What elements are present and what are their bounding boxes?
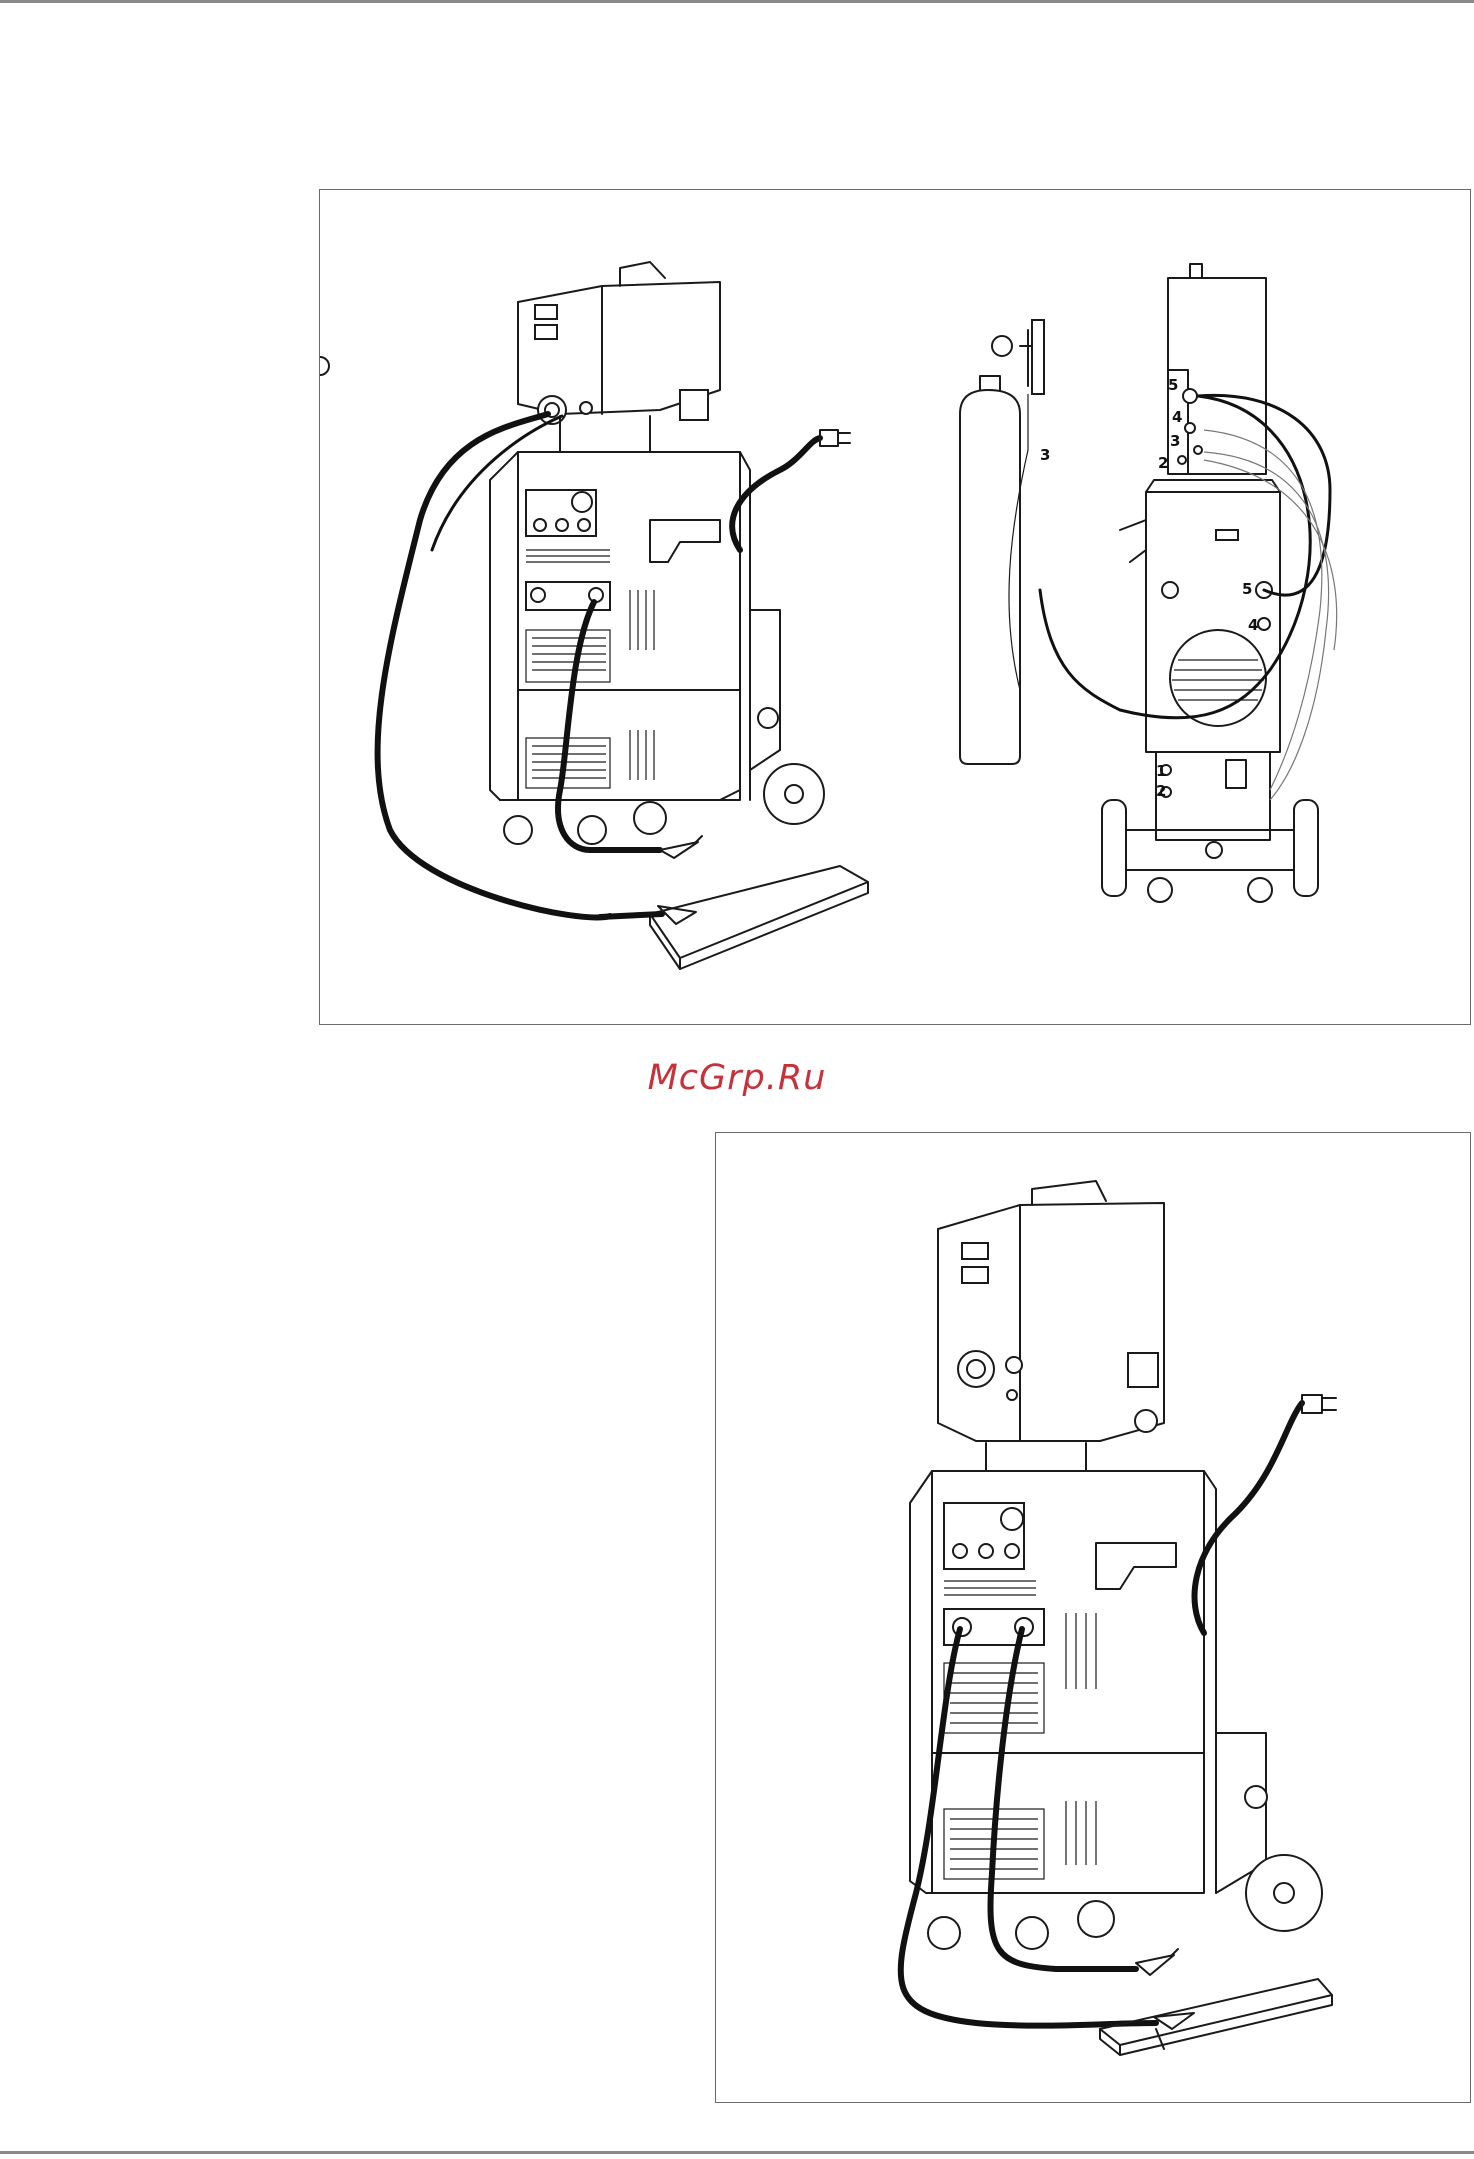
mma-cables bbox=[901, 1395, 1336, 2026]
clamp-holder-workpiece-2 bbox=[1100, 1949, 1332, 2055]
callout-2-feeder: 2 bbox=[1158, 454, 1168, 472]
top-rule bbox=[0, 0, 1474, 3]
callout-4-power: 4 bbox=[1248, 616, 1258, 634]
callout-1-cooler: 1 bbox=[1156, 762, 1166, 780]
watermark-text: McGrp.Ru bbox=[0, 1058, 1474, 1098]
welding-machine-rear-view: 5 4 3 2 5 4 1 2 bbox=[1102, 264, 1318, 902]
figure-2-drawing bbox=[716, 1133, 1472, 2104]
callout-2-cooler: 2 bbox=[1156, 782, 1166, 800]
callout-3-feeder: 3 bbox=[1170, 432, 1180, 450]
torch-clamp-workpiece bbox=[600, 836, 868, 969]
figure-1-drawing: 3 5 4 3 2 5 4 1 2 bbox=[320, 190, 1472, 1026]
welding-machine-front-view bbox=[490, 262, 824, 844]
bottom-rule bbox=[0, 2151, 1474, 2154]
figure-2-mma-connection-diagram bbox=[715, 1132, 1471, 2103]
callout-5-feeder: 5 bbox=[1168, 376, 1178, 394]
callout-4-feeder: 4 bbox=[1172, 408, 1182, 426]
welding-machine-front-view-2 bbox=[910, 1181, 1322, 1949]
callout-3-cylinder: 3 bbox=[1040, 446, 1050, 464]
figure-1-mig-connection-diagram: 3 5 4 3 2 5 4 1 2 bbox=[319, 189, 1471, 1025]
callout-5-power: 5 bbox=[1242, 580, 1252, 598]
